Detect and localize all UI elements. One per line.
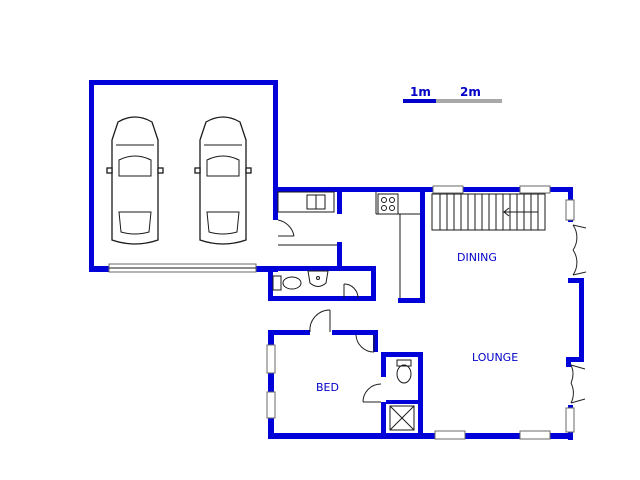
scale-bar-primary-segment — [403, 99, 436, 103]
car-icon — [194, 116, 252, 245]
scale-bar: 1m 2m — [403, 85, 502, 103]
basin-icon — [307, 270, 329, 287]
room-label-lounge: LOUNGE — [472, 351, 518, 364]
window — [565, 407, 575, 433]
toilet-icon — [272, 275, 282, 291]
window — [519, 185, 551, 194]
staircase — [431, 193, 546, 231]
kitchen — [273, 191, 425, 303]
house-outer-walls — [266, 185, 584, 440]
shower-icon — [389, 405, 415, 431]
stove-icon — [377, 193, 399, 215]
scale-bar-secondary-segment — [436, 99, 502, 103]
toilet-icon — [396, 359, 412, 367]
room-label-bed: BED — [316, 381, 339, 394]
room-label-dining: DINING — [457, 251, 497, 264]
scale-label-2m: 2m — [460, 85, 481, 99]
bathroom — [355, 334, 423, 434]
window — [434, 430, 466, 440]
window — [519, 430, 551, 440]
patio-door — [570, 224, 587, 404]
window — [432, 185, 464, 194]
garage — [89, 80, 278, 273]
window — [266, 391, 276, 419]
scale-label-1m: 1m — [410, 85, 431, 99]
window — [565, 199, 575, 221]
wc — [268, 266, 376, 333]
window — [266, 344, 276, 374]
car-icon — [106, 116, 164, 245]
